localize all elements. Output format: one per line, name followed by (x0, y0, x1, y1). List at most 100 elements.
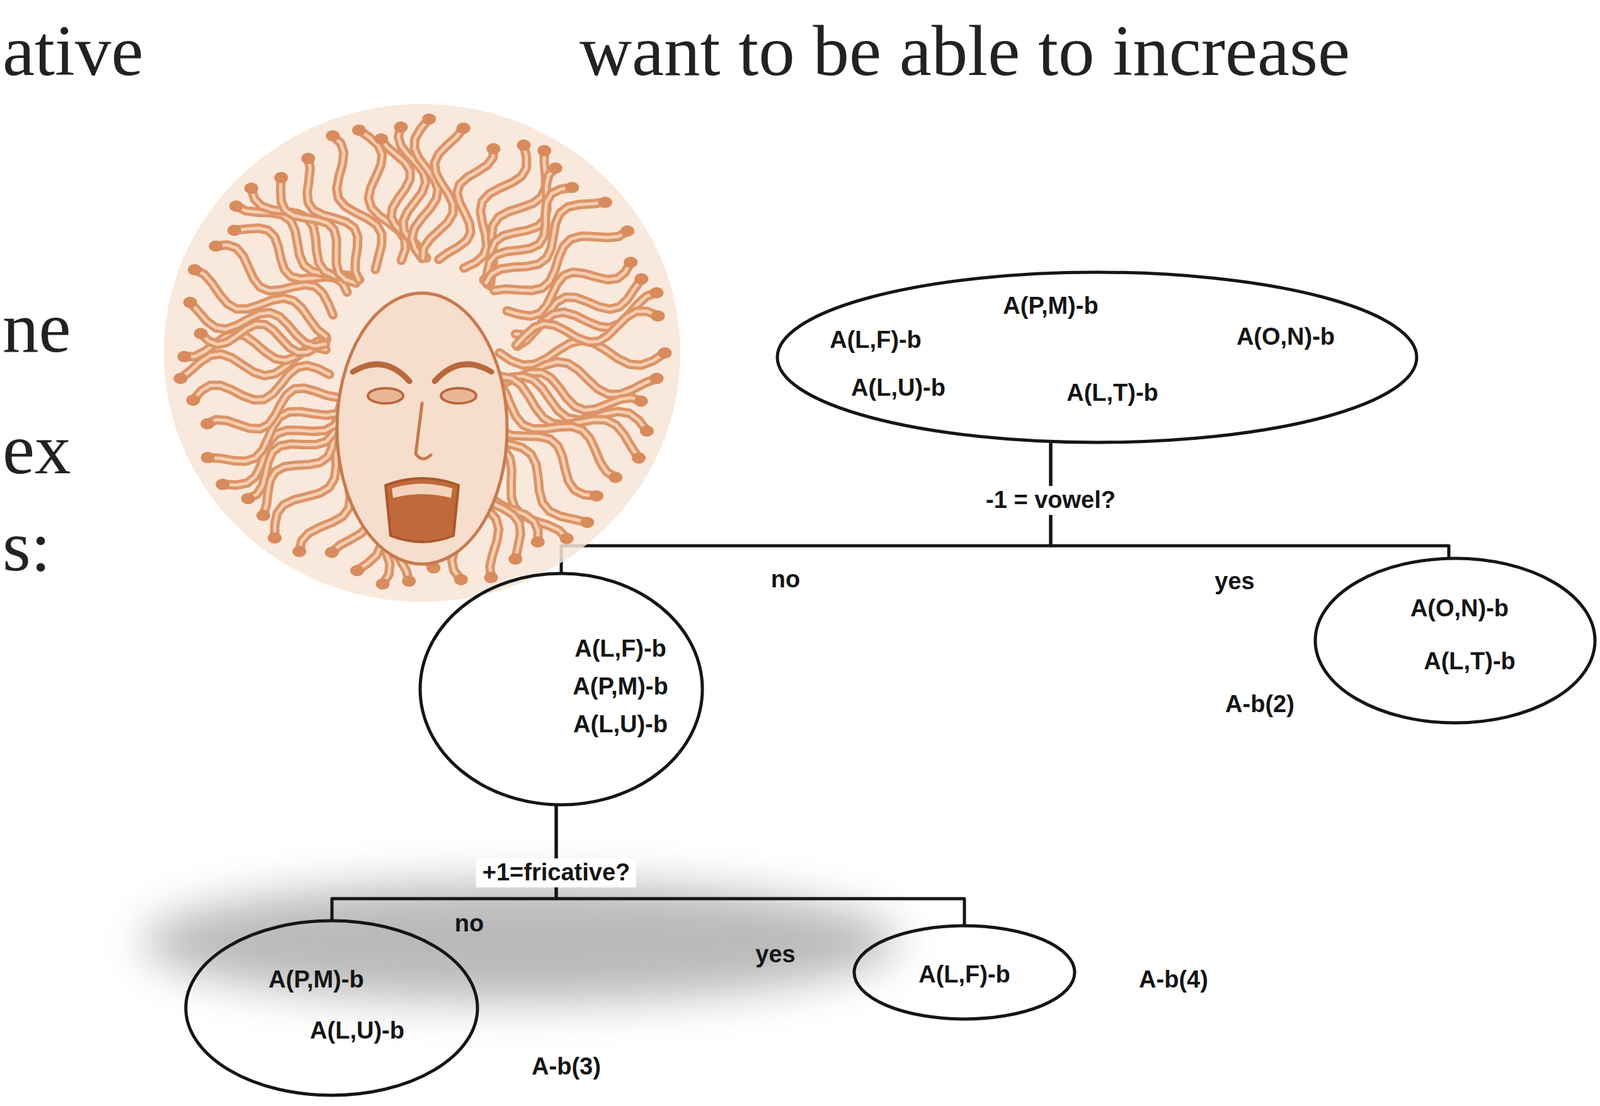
snake-highlight (234, 228, 348, 293)
node-text: A(L,U)-b (851, 374, 946, 402)
nose (415, 403, 431, 459)
branch-label: no (771, 566, 800, 593)
snake-highlight (515, 311, 658, 346)
snake-head (209, 240, 223, 252)
branch-label: yes (755, 941, 795, 968)
snake-head (352, 124, 366, 137)
node-outline (1313, 556, 1597, 725)
snake-head (241, 492, 256, 504)
mouth (385, 478, 459, 542)
slide-text: ne (2, 291, 72, 364)
snake-head (508, 553, 523, 565)
snake-head (631, 452, 646, 464)
node-text: A(P,M)-b (1002, 292, 1098, 320)
node-text: A(L,F)-b (574, 635, 667, 663)
hair-ground (163, 103, 681, 602)
node-outline (183, 918, 480, 1097)
node-text: A(P,M)-b (268, 966, 364, 993)
snake-head (274, 171, 288, 184)
node-text: A(L,F)-b (918, 961, 1011, 988)
snake-highlight (307, 158, 360, 280)
cluster-label: A-b(3) (531, 1053, 601, 1080)
snake-head (200, 418, 215, 430)
snake-head (422, 113, 436, 125)
slide-text: ex (2, 412, 72, 486)
node-text: A(L,T)-b (1423, 648, 1516, 675)
snake-head (177, 350, 192, 363)
snake-head (256, 509, 271, 521)
snake-head (649, 372, 664, 385)
snake (307, 158, 360, 280)
eye (440, 388, 477, 404)
snake-highlight (498, 382, 616, 477)
snake-head (194, 327, 208, 339)
snake-head (620, 225, 635, 237)
snake-head (516, 139, 531, 151)
branch-label: no (454, 910, 484, 937)
snake-head (187, 263, 202, 276)
snake-highlight (280, 177, 357, 283)
snake-head (649, 286, 664, 298)
node-text: A(L,U)-b (573, 711, 668, 738)
snake-head (301, 152, 315, 164)
branch-label: yes (1214, 568, 1255, 595)
face-oval (337, 292, 508, 564)
snake-head (227, 224, 242, 237)
node-text: A(O,N)-b (1410, 595, 1509, 622)
snake-head (325, 130, 340, 142)
snake-head (186, 394, 201, 406)
tree-node: A(L,F)-b (852, 923, 1077, 1021)
node-text: A(P,M)-b (572, 673, 668, 700)
snake-head (598, 196, 613, 208)
snake-head (183, 296, 198, 309)
snake (280, 177, 357, 283)
ellipse-outline (854, 925, 1075, 1019)
snake-head (657, 347, 672, 359)
snake-head (267, 532, 282, 544)
teeth (391, 483, 453, 499)
snake-head (580, 516, 595, 528)
snake-head (374, 132, 389, 145)
cluster-label: A-b(4) (1138, 966, 1209, 993)
snake (234, 228, 348, 293)
snake-head (640, 425, 654, 437)
split-question: -1 = vowel? (979, 485, 1122, 515)
snake-head (292, 545, 307, 557)
snake-head (244, 182, 259, 195)
snake-head (548, 162, 563, 174)
snake-head (456, 122, 471, 134)
snake-head (486, 142, 501, 155)
cluster-label: A-b(2) (1225, 691, 1295, 718)
snake (515, 311, 658, 346)
node-text: A(L,T)-b (1066, 379, 1159, 407)
snake-head (537, 144, 552, 157)
snake-head (623, 256, 638, 268)
snake-head (173, 372, 188, 385)
snake-head (350, 564, 365, 576)
snake-head (634, 273, 649, 285)
brow (434, 364, 492, 382)
slide-text: s: (2, 509, 52, 583)
eye (367, 388, 404, 404)
snake-head (565, 182, 579, 194)
snake-head (651, 309, 666, 322)
tree-node: A(O,N)-bA(L,T)-b (1313, 556, 1597, 725)
snake-head (229, 200, 244, 212)
snake-head (531, 536, 545, 548)
brow (352, 364, 410, 382)
snake-group (173, 113, 673, 590)
slide-text: want to be able to increase (579, 14, 1350, 87)
snake-head (401, 575, 416, 587)
node-text: A(L,F)-b (829, 326, 922, 354)
ellipse-outline (777, 272, 1417, 443)
snake-head (560, 532, 574, 545)
face (337, 292, 508, 564)
node-text: A(O,N)-b (1236, 323, 1335, 351)
snake-head (325, 546, 339, 559)
snake-head (608, 471, 623, 484)
slide-text: ative (2, 14, 144, 87)
snake-head (589, 490, 604, 502)
split-question: +1=fricative? (476, 857, 637, 887)
tree-branch (561, 441, 1051, 574)
ellipse-outline (1315, 558, 1595, 723)
